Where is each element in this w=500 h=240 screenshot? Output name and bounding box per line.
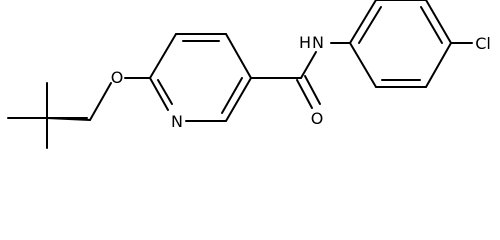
bond-ring-n-c6-double: [157, 79, 173, 105]
bonds: [7, 0, 473, 149]
bond-ring-n-c6: [149, 77, 169, 111]
bond-phenyl-6: [349, 42, 377, 88]
bond-ring-c4-c3: [225, 33, 252, 79]
atom-labels: N H Cl O O N: [111, 33, 491, 131]
ring-nitrogen-label: N: [171, 112, 183, 131]
bond-carbonyl-oxygen-double: [304, 75, 321, 105]
bond-tbutyl-ch2: [46, 117, 91, 121]
ether-oxygen-label: O: [111, 68, 124, 87]
bond-carbonyl-nitrogen: [300, 51, 317, 79]
bond-phenyl-1-double: [358, 6, 382, 44]
bond-ring-c3-c2-double: [221, 77, 243, 114]
bond-carbonyl-oxygen: [296, 79, 313, 109]
chlorine-label: Cl: [475, 34, 491, 53]
bond-phenyl-4: [425, 42, 452, 88]
chemical-structure: N H Cl O O N: [7, 0, 491, 149]
bond-phenyl-3: [425, 0, 452, 44]
bond-phenyl-1: [349, 0, 377, 44]
bond-ring-c6-c5: [149, 33, 177, 79]
bond-phenyl-3-double: [420, 6, 443, 44]
amide-hydrogen-label: H: [299, 33, 311, 52]
carbonyl-oxygen-label: O: [311, 109, 324, 128]
bond-ring-c3-c2: [225, 77, 252, 122]
amide-nitrogen-label: N: [312, 33, 324, 52]
bond-ch2-oxygen: [89, 82, 112, 121]
